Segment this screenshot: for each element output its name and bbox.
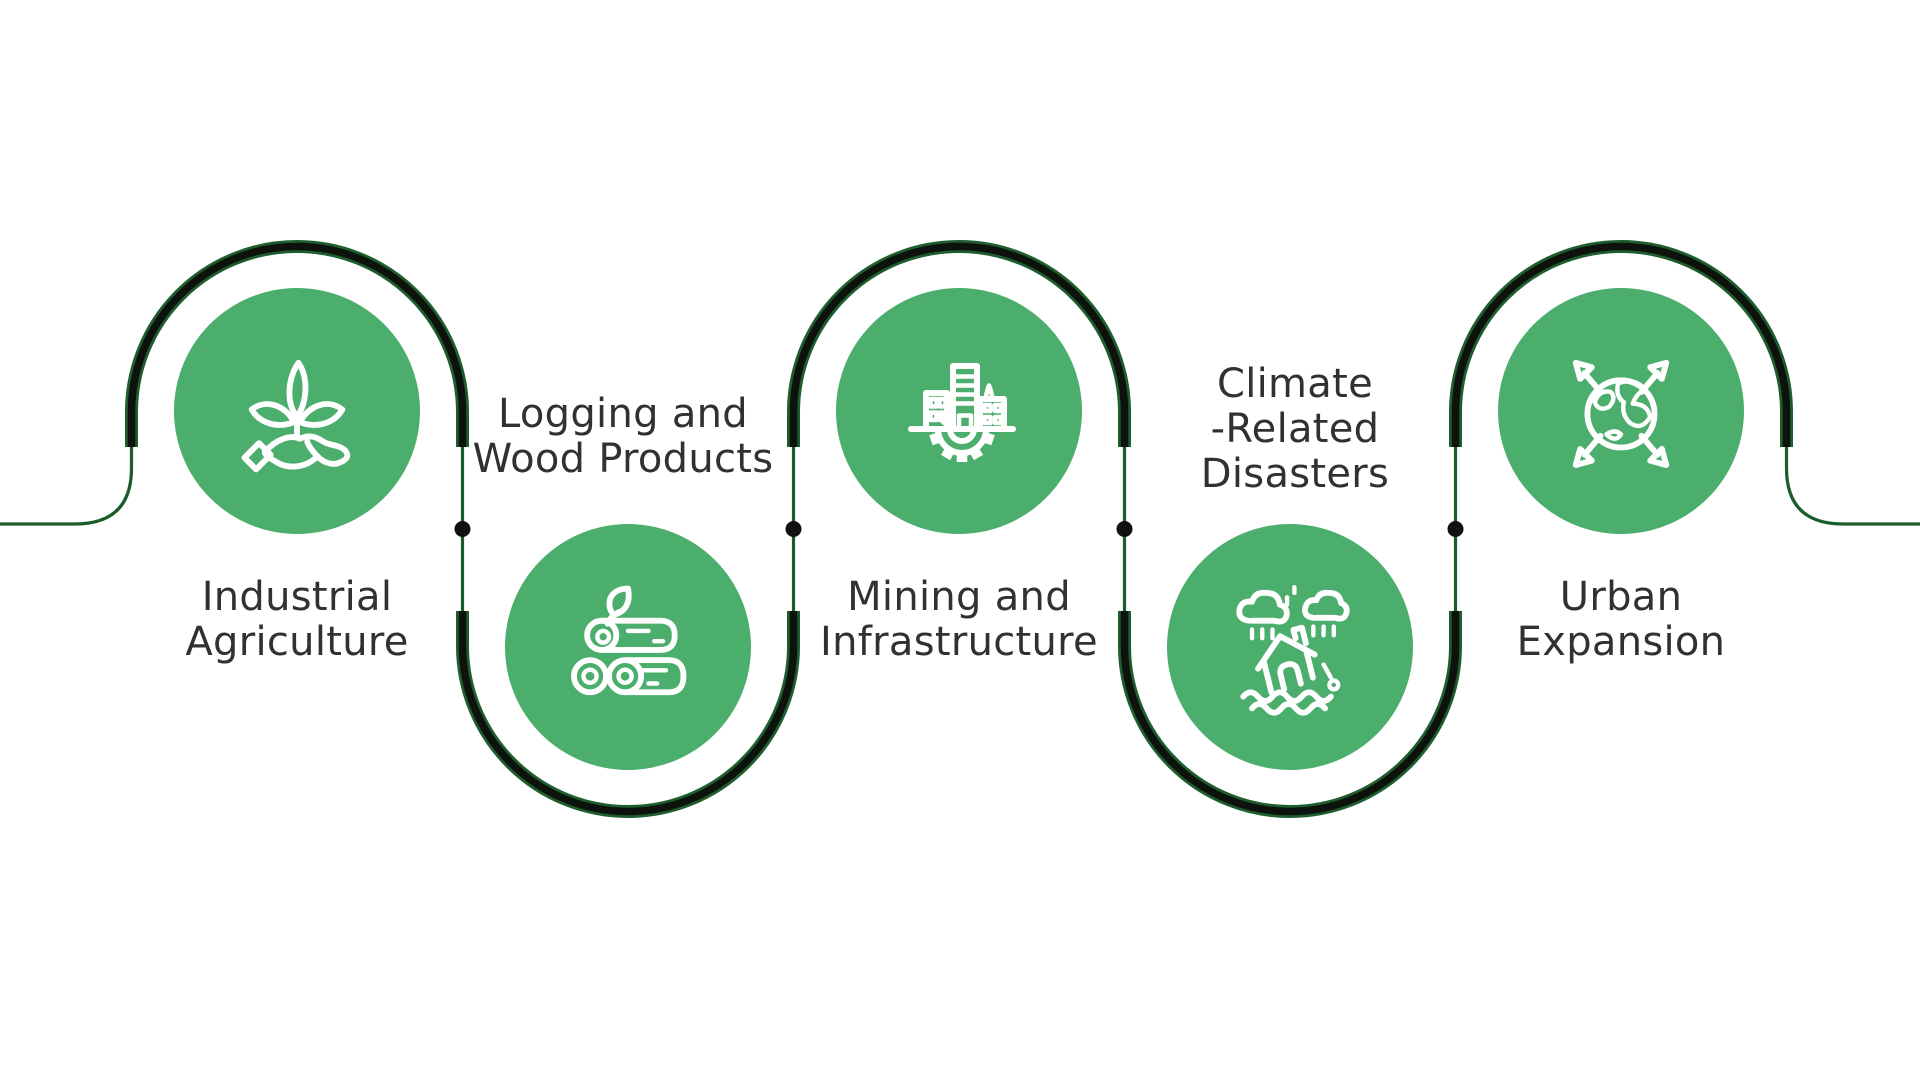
stage-label-industrial-agriculture: Industrial Agriculture <box>77 575 517 665</box>
label-line: Agriculture <box>185 619 409 665</box>
label-line: Infrastructure <box>820 619 1098 665</box>
stage-circle-logging-wood-products <box>505 524 751 770</box>
stage-label-logging-wood-products: Logging and Wood Products <box>403 392 843 482</box>
seedling-in-hand-icon <box>241 359 351 473</box>
city-gear-icon <box>908 363 1016 462</box>
connector-dot <box>785 521 802 537</box>
stage-label-mining-infrastructure: Mining and Infrastructure <box>739 575 1179 665</box>
flooded-house-icon <box>1236 584 1350 716</box>
connector-dot <box>1447 521 1464 537</box>
label-line: -Related <box>1210 406 1380 452</box>
label-line: Urban <box>1559 574 1683 620</box>
label-line: Climate <box>1216 361 1374 407</box>
connector-dot <box>1116 521 1133 537</box>
label-line: Wood Products <box>472 436 774 482</box>
wood-logs-icon <box>571 585 687 696</box>
stage-circle-climate-disasters <box>1167 524 1413 770</box>
stage-circle-industrial-agriculture <box>174 288 420 534</box>
label-line: Logging and <box>498 391 748 437</box>
stage-label-climate-disasters: Climate -Related Disasters <box>1075 362 1515 497</box>
label-line: Industrial <box>201 574 393 620</box>
stage-circle-urban-expansion <box>1498 288 1744 534</box>
label-line: Mining and <box>847 574 1071 620</box>
label-line: Expansion <box>1516 619 1726 665</box>
timeline-arcs-black-core <box>127 242 1791 816</box>
stage-label-urban-expansion: Urban Expansion <box>1401 575 1841 665</box>
globe-expansion-icon <box>1572 359 1670 468</box>
connector-dot <box>454 521 471 537</box>
stage-circle-mining-infrastructure <box>836 288 1082 534</box>
label-line: Disasters <box>1200 451 1390 497</box>
